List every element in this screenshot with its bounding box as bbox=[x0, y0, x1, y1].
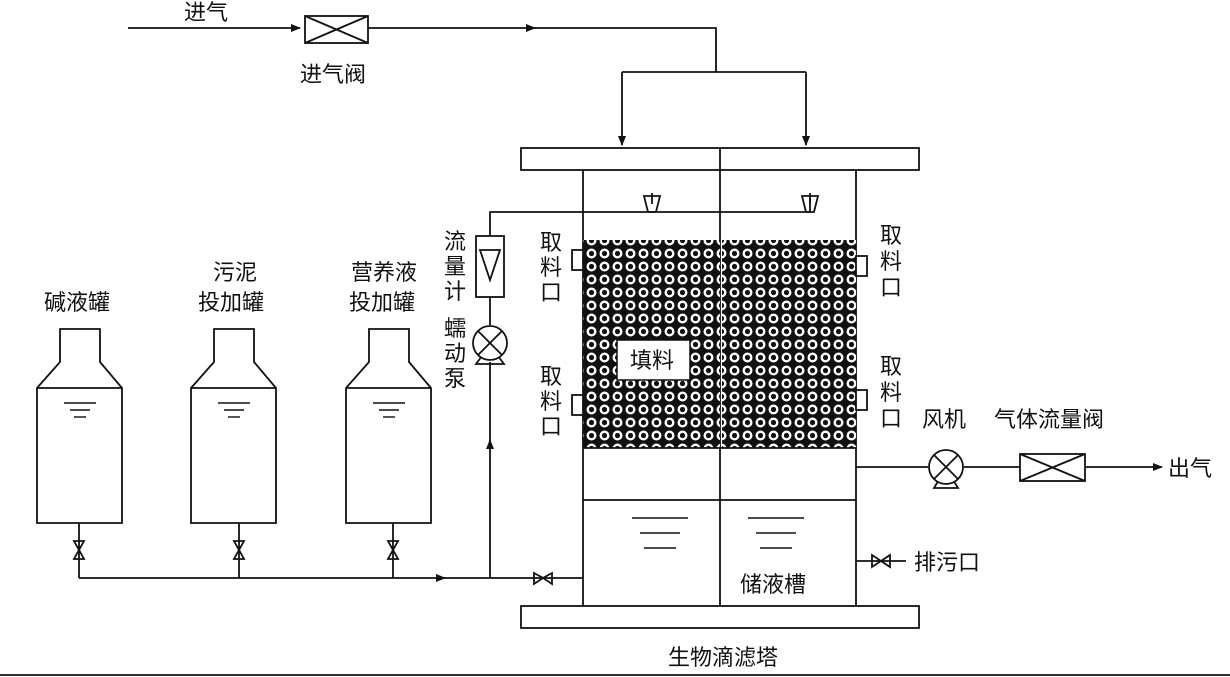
recirculation-line bbox=[486, 196, 811, 578]
tower-label: 生物滴滤塔 bbox=[668, 646, 778, 671]
reservoir-liquid-level-icon bbox=[632, 517, 688, 549]
svg-text:取: 取 bbox=[880, 224, 902, 249]
sampling-port-icon[interactable] bbox=[855, 255, 868, 277]
sludge-tank bbox=[190, 328, 277, 524]
drain-valve-icon[interactable] bbox=[871, 553, 891, 569]
svg-text:口: 口 bbox=[880, 276, 902, 301]
inlet-gas-label: 进气 bbox=[184, 1, 228, 26]
alkali-tank bbox=[36, 328, 123, 524]
peristaltic-pump-icon[interactable] bbox=[472, 325, 508, 365]
svg-text:料: 料 bbox=[540, 390, 562, 415]
svg-text:蠕: 蠕 bbox=[444, 317, 466, 342]
packing-label-box bbox=[616, 339, 691, 381]
svg-text:泵: 泵 bbox=[444, 367, 466, 392]
svg-text:料: 料 bbox=[880, 250, 902, 275]
svg-text:口: 口 bbox=[540, 415, 562, 440]
svg-text:取: 取 bbox=[540, 365, 562, 390]
svg-text:口: 口 bbox=[540, 281, 562, 306]
flowmeter-label: 流 量 计 bbox=[444, 230, 466, 305]
sampling-label-left-upper: 取 料 口 bbox=[540, 231, 562, 306]
sampling-port-icon[interactable] bbox=[855, 389, 868, 411]
gas-flow-valve-icon[interactable] bbox=[1019, 453, 1086, 482]
fan-label: 风机 bbox=[922, 408, 966, 433]
sampling-port-icon[interactable] bbox=[571, 249, 584, 271]
alkali-tank-valve-icon[interactable] bbox=[72, 540, 86, 560]
svg-text:取: 取 bbox=[540, 231, 562, 256]
tower-bottom-plate bbox=[520, 605, 920, 629]
tank-outlet-lines bbox=[78, 523, 583, 582]
sampling-label-right-upper: 取 料 口 bbox=[880, 224, 902, 301]
sampling-label-left-lower: 取 料 口 bbox=[540, 365, 562, 440]
svg-text:流: 流 bbox=[444, 230, 466, 255]
drain-label: 排污口 bbox=[914, 551, 980, 576]
reservoir-label: 储液槽 bbox=[740, 573, 806, 598]
nutrient-tank-label-1: 营养液 bbox=[351, 261, 417, 286]
tower bbox=[520, 147, 920, 629]
outlet-gas-label: 出气 bbox=[1168, 457, 1212, 482]
sludge-tank-label-1: 污泥 bbox=[213, 261, 257, 286]
svg-text:取: 取 bbox=[880, 355, 902, 380]
inlet-gas-line bbox=[128, 24, 810, 146]
reservoir-liquid-level-icon bbox=[748, 517, 804, 549]
spray-nozzle-icon bbox=[642, 193, 662, 213]
sampling-port-icon[interactable] bbox=[571, 394, 584, 416]
flowmeter-icon[interactable] bbox=[475, 235, 505, 298]
svg-text:口: 口 bbox=[880, 407, 902, 432]
inlet-valve-label: 进气阀 bbox=[300, 63, 366, 88]
gas-flow-valve-label: 气体流量阀 bbox=[994, 408, 1104, 433]
inlet-valve-icon[interactable] bbox=[304, 15, 369, 44]
svg-text:计: 计 bbox=[444, 280, 466, 305]
svg-text:料: 料 bbox=[540, 256, 562, 281]
sludge-tank-label-2: 投加罐 bbox=[198, 291, 264, 316]
pump-label: 蠕 动 泵 bbox=[444, 317, 466, 392]
svg-text:料: 料 bbox=[880, 381, 902, 406]
packing-bed-right bbox=[722, 240, 856, 448]
nutrient-tank bbox=[345, 328, 432, 524]
reservoir-valve-icon[interactable] bbox=[533, 571, 553, 586]
sludge-tank-valve-icon[interactable] bbox=[232, 540, 246, 560]
alkali-tank-label: 碱液罐 bbox=[44, 291, 110, 316]
svg-text:动: 动 bbox=[444, 342, 466, 367]
nutrient-tank-label-2: 投加罐 bbox=[349, 291, 415, 316]
packing-label: 填料 bbox=[630, 349, 674, 374]
svg-text:量: 量 bbox=[444, 255, 466, 280]
fan-icon[interactable] bbox=[928, 449, 964, 489]
nutrient-tank-valve-icon[interactable] bbox=[386, 540, 400, 560]
sampling-label-right-lower: 取 料 口 bbox=[880, 355, 902, 432]
